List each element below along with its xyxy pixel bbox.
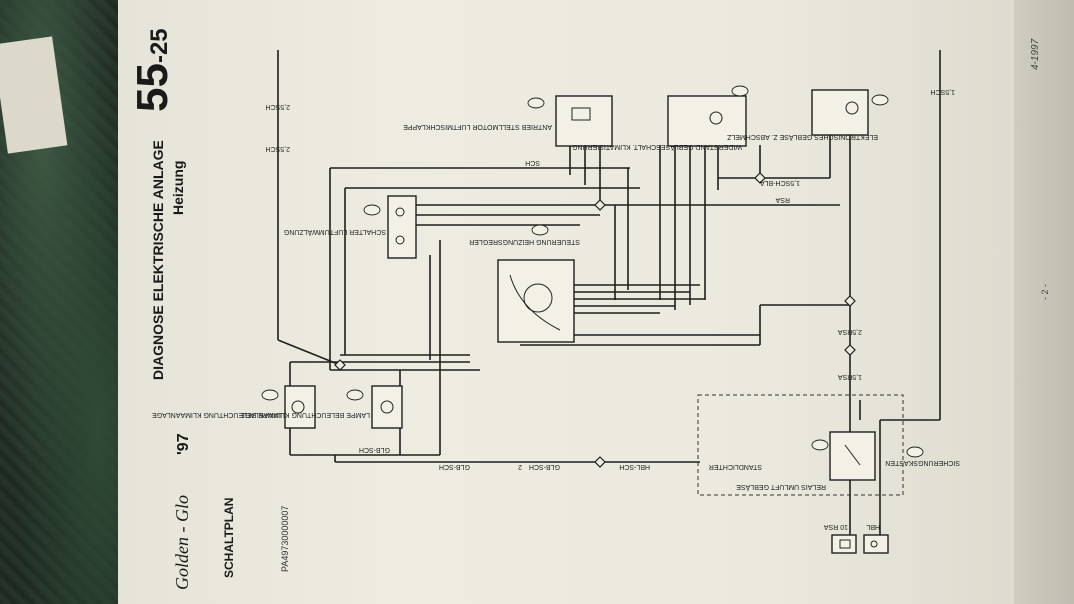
- component-f8b-box: [371, 385, 403, 429]
- component-label-g05: RELAIS UMLUFT GEBLÄSE: [736, 483, 826, 490]
- component-g4-box: [497, 259, 575, 343]
- junction: [334, 359, 346, 371]
- table-edge: [1014, 0, 1074, 604]
- wire-label: GLB-SCH: [528, 463, 560, 470]
- wire-label: HBL-SCH: [619, 463, 650, 470]
- component-label-g1: SICHERUNGSKASTEN: [885, 459, 960, 466]
- component-label-g7: ELEKTRONISCHES GEBLÄSE Z. ABSCHMELZ: [727, 133, 878, 140]
- lamp-icon: [380, 400, 394, 414]
- fuse-icon: [863, 534, 889, 554]
- wire-label: 1,5SCH: [930, 88, 955, 95]
- component-g7-box: [811, 89, 869, 136]
- junction: [844, 295, 856, 307]
- battery-icon: [831, 534, 857, 554]
- wire-label: 2: [518, 463, 522, 470]
- motor-icon: [845, 101, 859, 115]
- wire-label: STANDLICHTER: [708, 463, 762, 470]
- wire-label: 2,5RSA: [837, 328, 862, 335]
- wire-label: RSA: [775, 196, 790, 203]
- wire-label: 2,5SCH: [265, 145, 290, 152]
- component-g27-box: [555, 95, 613, 147]
- wire-label: 10 RSA: [823, 523, 848, 530]
- component-label-g27: ANTRIEB STELLMOTOR LUFTMISCHKLAPPE: [403, 123, 552, 130]
- wire-label: 1,5RSA: [837, 373, 862, 380]
- motor-icon: [709, 111, 723, 125]
- component-label-g5: WIDERSTAND GEBLÄSESCHALT. KLIMATISIERUNG: [572, 143, 742, 150]
- fuse-box-outline: [697, 394, 904, 496]
- component-f88-box: [284, 385, 316, 429]
- component-g05-box: [829, 431, 876, 481]
- component-g88-box: [387, 195, 417, 259]
- wire-label: 2,5SCH: [265, 103, 290, 110]
- junction: [594, 456, 606, 468]
- component-label-f8b: LAMPE BELEUCHTUNG KLIMAANLAGE: [240, 411, 370, 418]
- component-g5-box: [667, 95, 747, 147]
- wire-label: HBL: [866, 523, 880, 530]
- wire-label: SCH: [525, 159, 540, 166]
- wire-label: GLB-SCH: [358, 446, 390, 453]
- wire-label: GLB-SCH: [438, 463, 470, 470]
- junction: [754, 172, 766, 184]
- wire-label: 1,5SCH-BLA: [759, 179, 800, 186]
- junction: [844, 344, 856, 356]
- component-label-g88: SCHALTER LUFTUMWÄLZUNG: [283, 228, 386, 235]
- component-label-g4: STEUERUNG HEIZUNGSREGLER: [469, 238, 580, 245]
- junction: [594, 199, 606, 211]
- motor-icon: [523, 283, 553, 313]
- lamp-icon: [291, 400, 305, 414]
